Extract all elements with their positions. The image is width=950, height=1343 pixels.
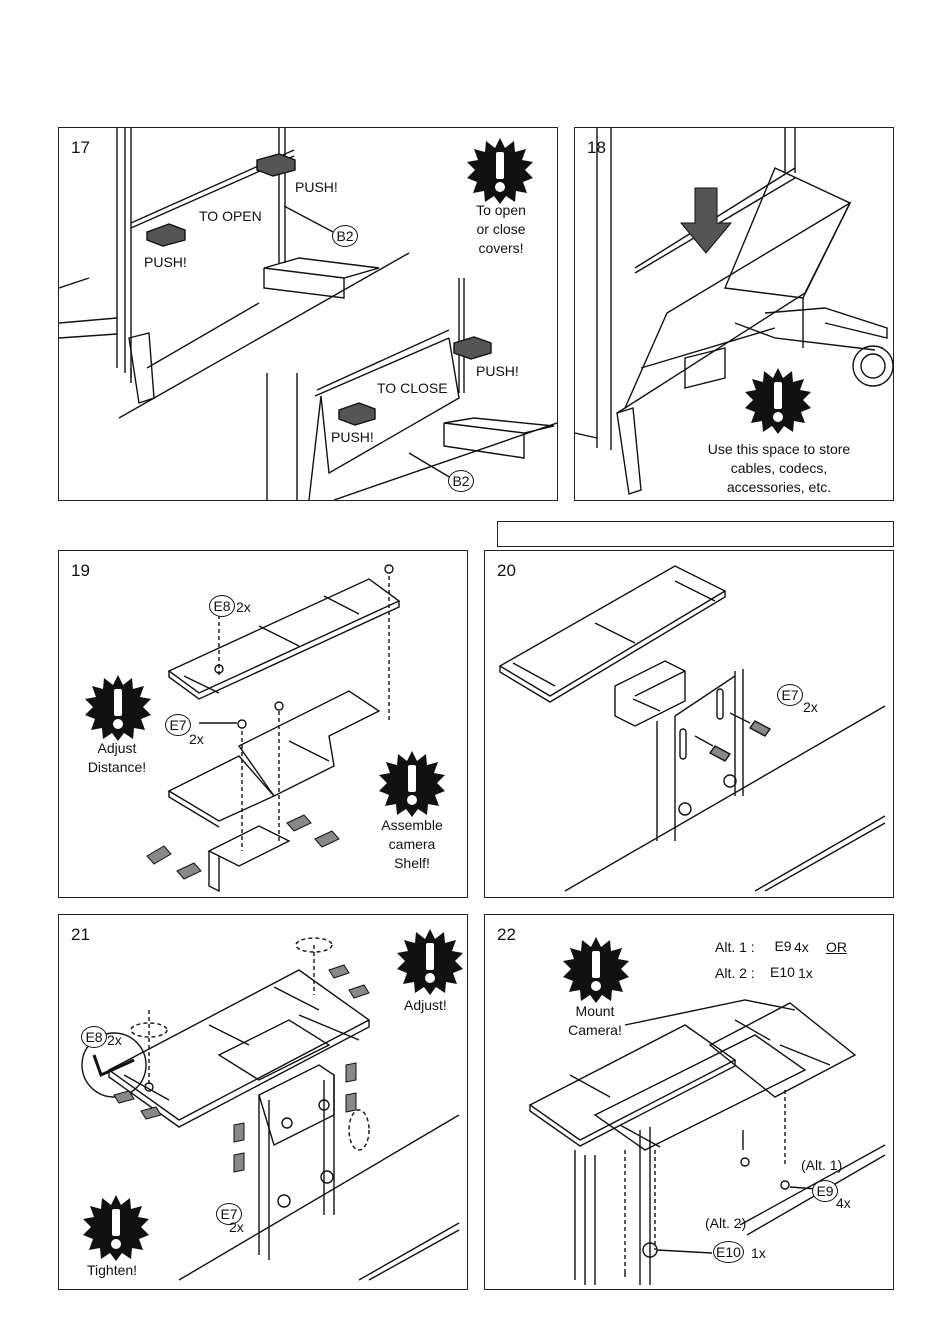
step-20-illustration xyxy=(498,565,886,892)
push-label: PUSH! xyxy=(295,179,338,195)
part-callout-e10: E10 xyxy=(768,962,797,982)
push-label: PUSH! xyxy=(476,363,519,379)
step-19-panel: 19 E8 2x E7 2x Adjust Distance! Assemble… xyxy=(58,550,468,898)
part-callout-e8: E8 xyxy=(81,1026,107,1048)
warning-icon xyxy=(467,138,533,204)
quantity-label: 4x xyxy=(836,1195,851,1211)
quantity-label: 2x xyxy=(189,731,204,747)
quantity-label: 2x xyxy=(803,699,818,715)
alt2-label: Alt. 2 : xyxy=(715,965,755,981)
step-19-illustration xyxy=(146,564,401,893)
alt2-tag: (Alt. 2) xyxy=(705,1215,747,1231)
step-number: 20 xyxy=(497,561,516,580)
part-callout-e7: E7 xyxy=(165,714,191,736)
step-17-illustration xyxy=(59,128,557,500)
adjust-note: Adjust! xyxy=(404,997,447,1013)
warning-icon xyxy=(83,1195,149,1261)
step-18-illustration xyxy=(575,128,893,495)
open-close-note: To open or close covers! xyxy=(476,202,526,256)
part-callout-e7: E7 xyxy=(777,684,803,706)
part-callout-e9: E9 xyxy=(771,936,795,956)
part-callout-e8: E8 xyxy=(209,595,235,617)
step-20-panel: 20 E7 2x xyxy=(484,550,894,898)
assemble-shelf-note: Assemble camera Shelf! xyxy=(381,817,443,871)
warning-icon xyxy=(563,937,629,1003)
quantity-label: 2x xyxy=(107,1032,122,1048)
step-number: 18 xyxy=(587,138,606,157)
adjust-distance-note: Adjust Distance! xyxy=(87,740,147,775)
part-callout-e10: E10 xyxy=(713,1241,744,1263)
warning-icon xyxy=(379,751,445,817)
mount-camera-note: Mount Camera! xyxy=(568,1003,622,1038)
step-number: 22 xyxy=(497,925,516,944)
part-callout-b2: B2 xyxy=(332,225,358,247)
part-callout-e7: E7 xyxy=(216,1203,242,1225)
step-17-panel: 17 PUSH! TO OPEN PUSH! B2 To open or clo… xyxy=(58,127,558,501)
part-callout-b2: B2 xyxy=(448,470,474,492)
storage-note: Use this space to store cables, codecs, … xyxy=(707,441,851,495)
step-number: 17 xyxy=(71,138,90,157)
warning-icon xyxy=(397,929,463,995)
step-21-illustration xyxy=(81,937,460,1281)
to-close-label: TO CLOSE xyxy=(377,380,448,396)
quantity-label: 2x xyxy=(236,599,251,615)
quantity-label: 1x xyxy=(798,965,813,981)
step-18-panel: 18 Use this space to store cables, codec… xyxy=(574,127,894,501)
step-number: 19 xyxy=(71,561,90,580)
or-label: OR xyxy=(826,939,847,955)
step-22-panel: 22 Alt. 1 : E9 4x OR Alt. 2 : E10 1x Mou… xyxy=(484,914,894,1290)
step-22-illustration xyxy=(528,999,886,1285)
quantity-label: 2x xyxy=(229,1219,244,1235)
alt1-label: Alt. 1 : xyxy=(715,939,755,955)
push-label: PUSH! xyxy=(144,254,187,270)
section-header-bar xyxy=(497,521,894,547)
quantity-label: 4x xyxy=(794,939,809,955)
quantity-label: 1x xyxy=(751,1245,766,1261)
alt1-tag: (Alt. 1) xyxy=(801,1157,843,1173)
to-open-label: TO OPEN xyxy=(199,208,262,224)
step-number: 21 xyxy=(71,925,90,944)
tighten-note: Tighten! xyxy=(87,1262,138,1278)
part-callout-e9: E9 xyxy=(812,1180,838,1202)
push-label: PUSH! xyxy=(331,429,374,445)
step-21-panel: 21 Adjust! E8 2x E7 2x Tighten! xyxy=(58,914,468,1290)
warning-icon xyxy=(85,675,151,741)
warning-icon xyxy=(745,368,811,434)
